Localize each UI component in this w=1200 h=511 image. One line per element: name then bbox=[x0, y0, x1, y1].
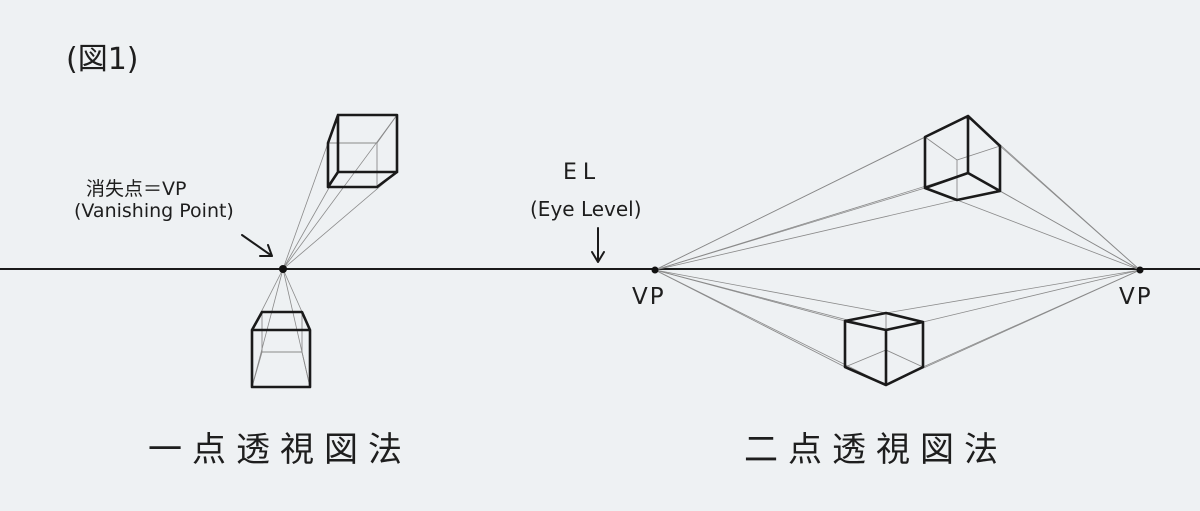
one-point-caption: 一点透視図法 bbox=[148, 430, 412, 470]
vp-arrow-icon bbox=[241, 234, 273, 257]
vp-label-en: (Vanishing Point) bbox=[74, 200, 234, 222]
one-point-guides bbox=[251, 114, 398, 388]
eye-level-arrow-icon bbox=[591, 227, 605, 263]
two-point-caption: 二点透視図法 bbox=[744, 430, 1008, 470]
two-point-lower-cube bbox=[843, 311, 925, 387]
one-point-lower-cube bbox=[250, 310, 312, 389]
eye-level-sublabel: (Eye Level) bbox=[530, 197, 642, 221]
vp-right-label: VP bbox=[1119, 284, 1153, 310]
eye-level-label: EL bbox=[563, 160, 602, 185]
vp-left-label: VP bbox=[632, 284, 666, 310]
two-point-upper-cube bbox=[923, 114, 1002, 202]
one-point-upper-cube bbox=[326, 113, 399, 189]
vp-label-jp: 消失点＝VP bbox=[86, 178, 187, 200]
two-point-right-vanishing-point bbox=[1136, 266, 1144, 274]
two-point-guides bbox=[654, 115, 1141, 386]
one-point-vanishing-point bbox=[279, 265, 287, 273]
two-point-left-vanishing-point bbox=[651, 266, 659, 274]
figure-label: (図1) bbox=[66, 42, 139, 77]
